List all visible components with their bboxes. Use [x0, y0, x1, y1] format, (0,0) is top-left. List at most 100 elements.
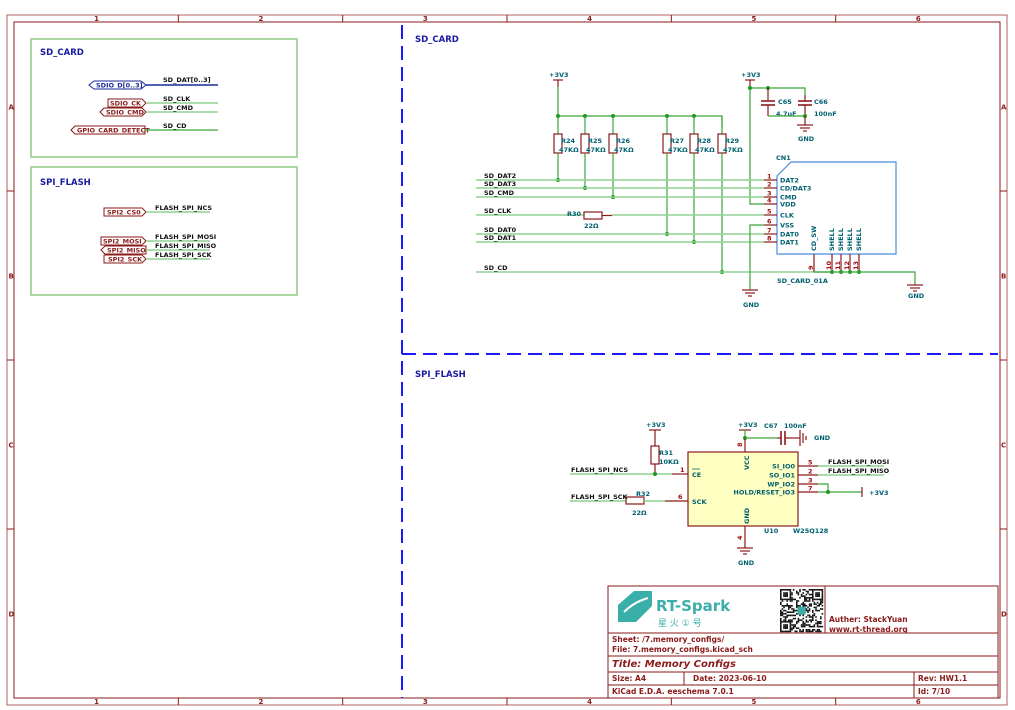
zone-col-bottom-2: 2 [259, 698, 264, 706]
net-flash-miso[interactable]: FLASH_SPI_MISO [818, 467, 890, 476]
net-sd-cd[interactable]: SD_CD [476, 264, 830, 273]
net-sd-dat1[interactable]: SD_DAT1 [476, 234, 764, 243]
svg-text:SHELL: SHELL [846, 228, 854, 251]
svg-text:6: 6 [678, 493, 683, 501]
zone-col-bottom-1: 1 [94, 698, 99, 706]
kicad-version: KiCad E.D.A. eeschema 7.0.1 [612, 687, 734, 696]
sd-card-connector-cn1[interactable]: CN1 SD_CARD_01A [776, 154, 897, 285]
svg-text:SD_CLK: SD_CLK [163, 95, 191, 103]
net-flash-mosi[interactable]: FLASH_SPI_MOSI [818, 458, 889, 467]
svg-text:FLASH_SPI_MISO: FLASH_SPI_MISO [828, 467, 890, 475]
svg-text:RT-Spark: RT-Spark [656, 597, 731, 615]
spi-hlabel-cs0[interactable]: SPI2_CS0 FLASH_SPI_NCS [103, 204, 212, 217]
net-flash-ncs[interactable]: FLASH_SPI_NCS 1 [570, 466, 688, 476]
svg-text:SDIO_CMD: SDIO_CMD [106, 109, 145, 117]
net-sd-dat0[interactable]: SD_DAT0 [476, 226, 764, 235]
resistor-value: 47KΩ [586, 146, 606, 154]
flash-chip-u10[interactable]: CE SCK U10 W25Q128 [687, 451, 829, 535]
svg-text:FLASH_SPI_MOSI: FLASH_SPI_MOSI [828, 458, 889, 466]
rt-spark-logo: RT-Spark 星 火 ① 号 [618, 591, 731, 629]
svg-text:+3V3: +3V3 [869, 489, 889, 497]
sd-power-3v3-left: +3V3 [549, 71, 569, 116]
svg-text:SO_IO1: SO_IO1 [769, 472, 795, 480]
zone-col-bottom-6: 6 [916, 698, 921, 706]
zone-row-right-B: B [1001, 273, 1006, 281]
sd-hlabel-dat[interactable]: SDIO_D[0..3] SD_DAT[0..3] [88, 76, 218, 90]
svg-text:C65: C65 [778, 98, 792, 106]
svg-text:4: 4 [767, 197, 772, 205]
cap-c67[interactable]: C67 100nF GND [745, 422, 831, 446]
svg-text:8: 8 [767, 235, 772, 243]
svg-text:GND: GND [814, 434, 831, 442]
sd-hlabel-cd[interactable]: GPIO_CARD_DETECT SD_CD [70, 122, 218, 135]
pin-vcc: +3V3 8 VCC [736, 421, 758, 470]
svg-text:SHELL: SHELL [837, 228, 845, 251]
left-sd-card-title: SD_CARD [40, 48, 84, 58]
svg-text:SD_DAT[0..3]: SD_DAT[0..3] [163, 76, 211, 84]
net-sd-dat2[interactable]: SD_DAT2 [476, 172, 764, 181]
svg-text:SPI2_SCK: SPI2_SCK [108, 256, 143, 264]
net-flash-sck[interactable]: FLASH_SPI_SCK R32 22Ω 6 [570, 490, 688, 517]
svg-text:SPI2_MOSI: SPI2_MOSI [103, 238, 142, 246]
resistor-value: 47KΩ [723, 146, 743, 154]
net-sd-clk[interactable]: SD_CLK [476, 207, 764, 216]
resistor-r31[interactable]: R31 10KΩ [650, 445, 679, 474]
pin-gnd: GND 4 GND [736, 507, 755, 567]
svg-text:7: 7 [808, 485, 813, 493]
zone-col-bottom-4: 4 [587, 698, 592, 706]
svg-text:2: 2 [767, 181, 772, 189]
gnd-symbol-shell: GND [830, 271, 925, 300]
svg-text:DAT1: DAT1 [780, 239, 799, 247]
net-sd-cmd[interactable]: SD_CMD [476, 189, 764, 198]
cap-c65[interactable]: C65 4.7uF [761, 88, 797, 118]
zone-col-4: 4 [587, 15, 592, 23]
net-sd-dat3[interactable]: SD_DAT3 [476, 180, 764, 189]
zone-row-B: B [9, 273, 14, 281]
svg-text:CN1: CN1 [776, 154, 791, 162]
sd-hlabel-cmd[interactable]: SDIO_CMD SD_CMD [99, 104, 218, 117]
author-text: Auther: StackYuan [829, 615, 908, 624]
resistor-ref: R25 [588, 137, 603, 145]
svg-text:11: 11 [834, 260, 842, 270]
gnd-symbol-caps: GND [797, 116, 815, 143]
svg-text:3: 3 [767, 190, 772, 198]
net-label: SD_CD [484, 264, 508, 272]
sd-card-hier-box [30, 38, 298, 158]
svg-text:4.7uF: 4.7uF [776, 110, 797, 118]
resistor-r30[interactable]: R30 22Ω [567, 210, 612, 230]
svg-text:VSS: VSS [780, 222, 794, 230]
svg-text:10: 10 [825, 260, 833, 270]
title-block [607, 585, 999, 699]
sd-section-title: SD_CARD [415, 35, 459, 45]
svg-text:C66: C66 [814, 98, 828, 106]
spi-hlabel-mosi[interactable]: SPI2_MOSI FLASH_SPI_MOSI [100, 233, 216, 246]
zone-row-C: C [9, 442, 14, 450]
spi-hlabel-miso[interactable]: SPI2_MISO FLASH_SPI_MISO [100, 242, 217, 255]
svg-text:GND: GND [738, 559, 755, 567]
spi-flash-hier-box [30, 166, 298, 296]
sd-hlabel-ck[interactable]: SDIO_CK SD_CLK [107, 95, 218, 108]
net-label: SD_DAT3 [484, 180, 516, 188]
u10-pin-3: 3WP_IO2 [767, 477, 818, 489]
qr-code [780, 589, 824, 633]
pin-ce: CE [692, 471, 701, 479]
left-spi-flash-title: SPI_FLASH [40, 178, 91, 188]
svg-text:1: 1 [767, 173, 772, 181]
svg-text:12: 12 [843, 261, 851, 270]
spi-hlabel-sck[interactable]: SPI2_SCK FLASH_SPI_SCK [103, 251, 213, 264]
svg-text:5: 5 [767, 208, 772, 216]
net-label: SD_DAT1 [484, 234, 517, 242]
pin-sck: SCK [692, 498, 707, 506]
svg-text:HOLD/RESET_IO3: HOLD/RESET_IO3 [733, 489, 795, 497]
svg-text:+3V3: +3V3 [549, 71, 569, 79]
